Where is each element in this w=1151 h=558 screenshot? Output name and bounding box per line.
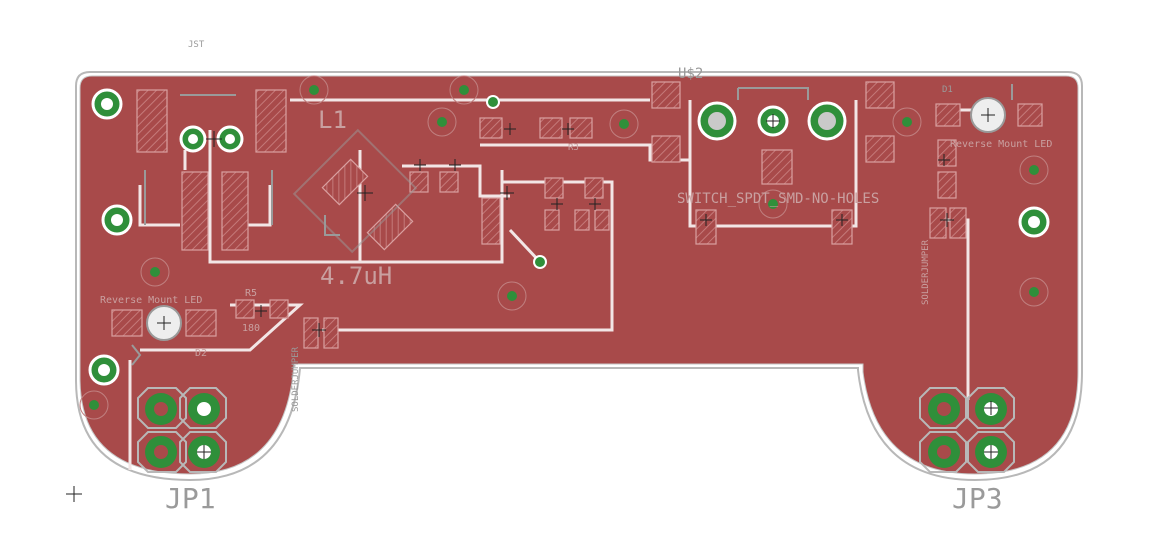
pad-r3: [569, 117, 593, 139]
label-reverse-led-right: Reverse Mount LED: [950, 139, 1052, 150]
label-l1: L1: [318, 106, 347, 134]
pad-sj-left-a: [303, 317, 319, 349]
pad-u-3: [544, 177, 564, 199]
crosshair-icon: [66, 108, 998, 502]
inductor-pads: [321, 158, 414, 251]
pad-r-right-2: [937, 171, 957, 199]
pad-r-top-2: [539, 117, 563, 139]
pad-r-mid: [481, 197, 501, 245]
label-reverse-led-left: Reverse Mount LED: [100, 295, 202, 306]
via: [79, 390, 109, 420]
pad-sw-3: [865, 81, 895, 109]
label-jp1: JP1: [165, 482, 216, 515]
pad-d1-a: [935, 103, 961, 127]
via: [758, 189, 788, 219]
label-r5: R5: [245, 288, 257, 299]
pad-u-7: [594, 209, 610, 231]
pad-r-top-1: [479, 117, 503, 139]
pad-sj-right-b: [949, 207, 967, 239]
label-switch: SWITCH_SPDT_SMD-NO-HOLES: [677, 191, 879, 207]
via: [299, 75, 329, 105]
via: [892, 107, 922, 137]
via: [497, 281, 527, 311]
pad-sw-1: [651, 81, 681, 109]
silkscreen-outlines: [131, 84, 1013, 366]
pad-sj-right-a: [929, 207, 947, 239]
pad-d2-a: [111, 309, 143, 337]
label-jst: JST: [188, 40, 205, 50]
label-u2: U$2: [678, 66, 703, 82]
label-jp3: JP3: [952, 482, 1003, 515]
pad-sw-6: [761, 149, 793, 185]
pad-l1-a: [181, 171, 209, 251]
label-solder-jumper-right: SOLDERJUMPER: [921, 239, 931, 305]
label-r3: R3: [568, 143, 579, 153]
via: [609, 109, 639, 139]
pad-u-4: [584, 177, 604, 199]
pad-c-left-b: [255, 89, 287, 153]
pad-sj-left-b: [323, 317, 339, 349]
via: [1019, 155, 1049, 185]
pad-u-6: [574, 209, 590, 231]
via: [1019, 277, 1049, 307]
pad-c-left-a: [136, 89, 168, 153]
pad-sw-7: [831, 209, 853, 245]
pad-d1-b: [1017, 103, 1043, 127]
pad-r5-a: [235, 299, 255, 319]
pad-u-2: [439, 171, 459, 193]
pad-sw-4: [865, 135, 895, 163]
pad-u-5: [544, 209, 560, 231]
pad-sw-2: [651, 135, 681, 163]
label-d1: D1: [942, 85, 953, 95]
pad-d2-b: [185, 309, 217, 337]
jp3-header: [919, 387, 1015, 473]
via: [449, 75, 479, 105]
copper-pour: [79, 75, 1079, 475]
board-outline: [75, 71, 1083, 482]
pad-u-1: [409, 171, 429, 193]
via: [427, 107, 457, 137]
via: [533, 255, 547, 269]
label-r5-value: 180: [242, 323, 260, 334]
pad-sw-5: [695, 209, 717, 245]
label-d2: D2: [195, 348, 207, 359]
via: [140, 257, 170, 287]
pad-l1-b: [221, 171, 249, 251]
vias: [79, 75, 1049, 420]
label-inductor-value: 4.7uH: [320, 262, 392, 290]
via: [486, 95, 500, 109]
label-solder-jumper-left: SOLDERJUMPER: [291, 346, 301, 412]
pad-r5-b: [269, 299, 289, 319]
